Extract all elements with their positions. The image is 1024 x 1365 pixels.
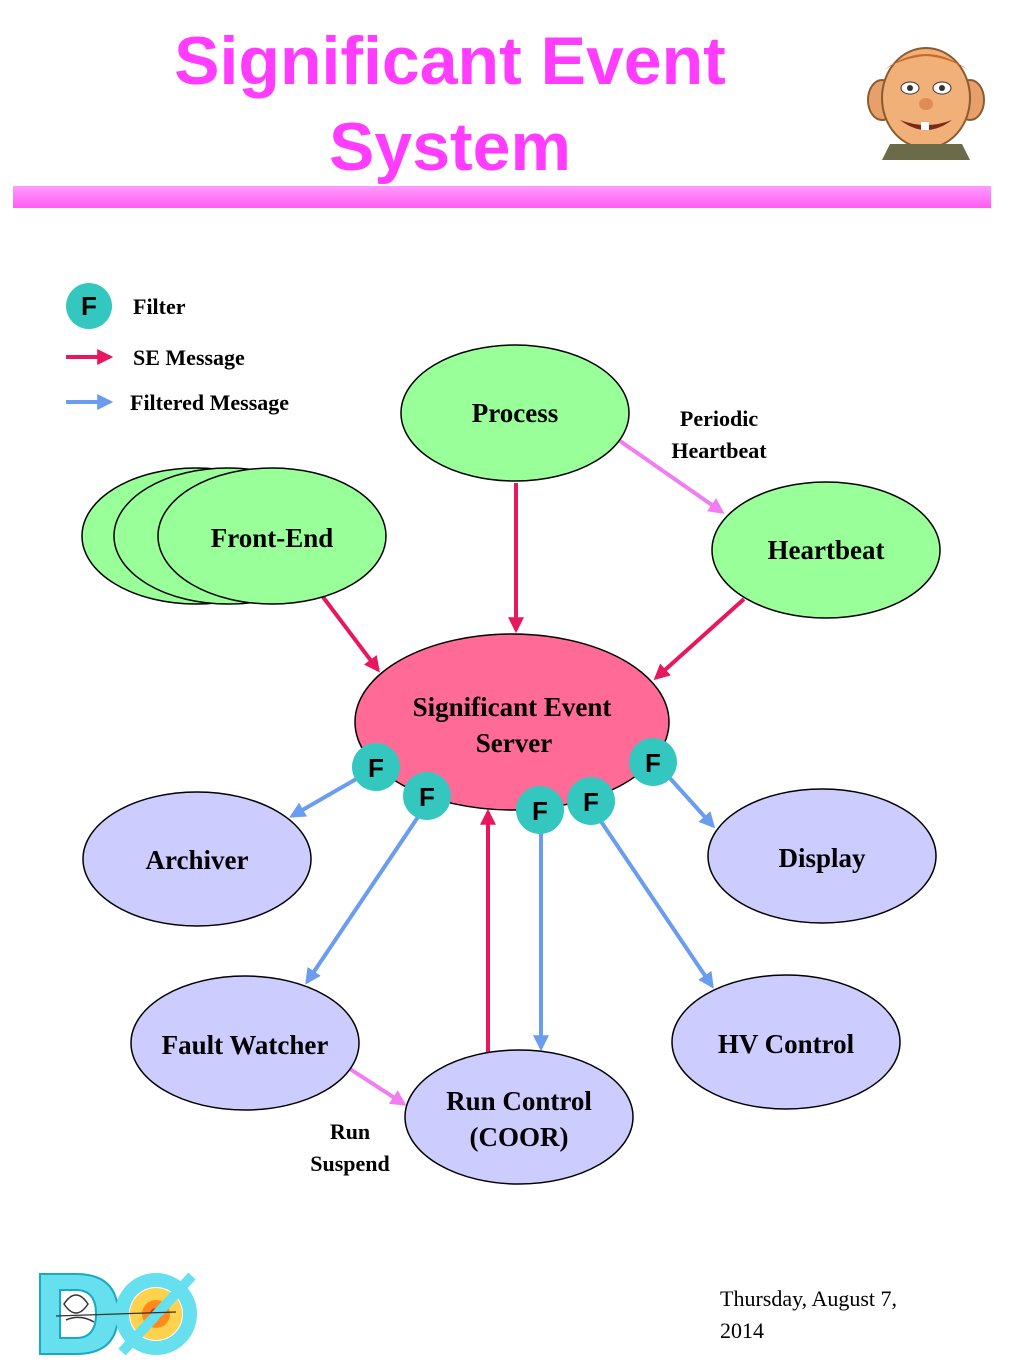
run-control-label-line-1: Run Control [446, 1086, 592, 1116]
arrow-heartbeat-to-server [653, 597, 746, 681]
slide-date-line-1: Thursday, August 7, [720, 1286, 898, 1311]
node-front-end-label: Front-End [211, 523, 334, 553]
title-underline-bar [13, 186, 991, 208]
run-control-label-line-2: (COOR) [470, 1122, 569, 1152]
periodic-heartbeat-label-line-1: Periodic [680, 406, 758, 431]
node-process: Process [400, 344, 630, 482]
node-fault-watcher-label: Fault Watcher [162, 1030, 329, 1060]
filter-badge: F [352, 743, 400, 791]
run-suspend-label-line-2: Suspend [310, 1151, 390, 1176]
filter-badge-run-control-label: F [532, 796, 548, 826]
page-title: Significant Event System [60, 18, 840, 190]
arrow-server-to-display [666, 774, 716, 829]
d0-experiment-logo-icon [39, 1272, 197, 1356]
title-line-2: System [329, 109, 571, 185]
title-line-1: Significant Event [174, 23, 726, 99]
node-heartbeat: Heartbeat [711, 481, 941, 619]
filter-badge-fault-watcher-label: F [419, 782, 435, 812]
arrow-server-to-hv-control [598, 818, 714, 989]
node-front-end: Front-End [81, 467, 387, 605]
arrow-fault-watcher-to-run-control [348, 1067, 407, 1106]
node-heartbeat-label: Heartbeat [768, 535, 885, 565]
filter-badge-display-label: F [645, 748, 661, 778]
node-significant-event-server: Significant Event Server [354, 633, 670, 811]
filter-badge: F [629, 738, 677, 786]
legend-se-message-label: SE Message [133, 345, 245, 370]
node-archiver-label: Archiver [146, 845, 249, 875]
server-label-line-2: Server [476, 728, 552, 758]
server-label-line-1: Significant Event [413, 692, 612, 722]
run-suspend-label-line-1: Run [330, 1119, 370, 1144]
arrow-server-to-archiver [289, 776, 359, 818]
arrows [289, 439, 746, 1106]
arrow-process-to-heartbeat [618, 439, 725, 514]
node-hv-control: HV Control [671, 974, 901, 1110]
node-process-label: Process [472, 398, 558, 428]
legend-filtered-message-label: Filtered Message [130, 390, 289, 415]
filter-badge: F [567, 777, 615, 825]
filter-badge-hv-control-label: F [583, 787, 599, 817]
legend-filter-circle [66, 283, 112, 329]
node-run-control: Run Control (COOR) [404, 1049, 634, 1185]
filter-badge: F [516, 786, 564, 834]
slide-date-line-2: 2014 [720, 1318, 764, 1343]
node-display: Display [707, 788, 937, 924]
arrow-server-to-fault-watcher [305, 812, 422, 985]
periodic-heartbeat-label-line-2: Heartbeat [671, 438, 767, 463]
legend-filter-label: Filter [133, 294, 186, 319]
legend: F Filter SE Message Filtered Message [66, 283, 289, 415]
cartoon-face-icon [867, 47, 985, 160]
node-archiver: Archiver [82, 791, 312, 927]
filter-badge-archiver-label: F [368, 753, 384, 783]
node-hv-control-label: HV Control [718, 1029, 855, 1059]
arrow-frontend-to-server [321, 595, 380, 673]
node-display-label: Display [778, 843, 866, 873]
node-fault-watcher: Fault Watcher [130, 975, 360, 1111]
filter-badge: F [403, 772, 451, 820]
slide-date: Thursday, August 7, 2014 [720, 1283, 980, 1347]
legend-filter-symbol: F [81, 291, 97, 321]
